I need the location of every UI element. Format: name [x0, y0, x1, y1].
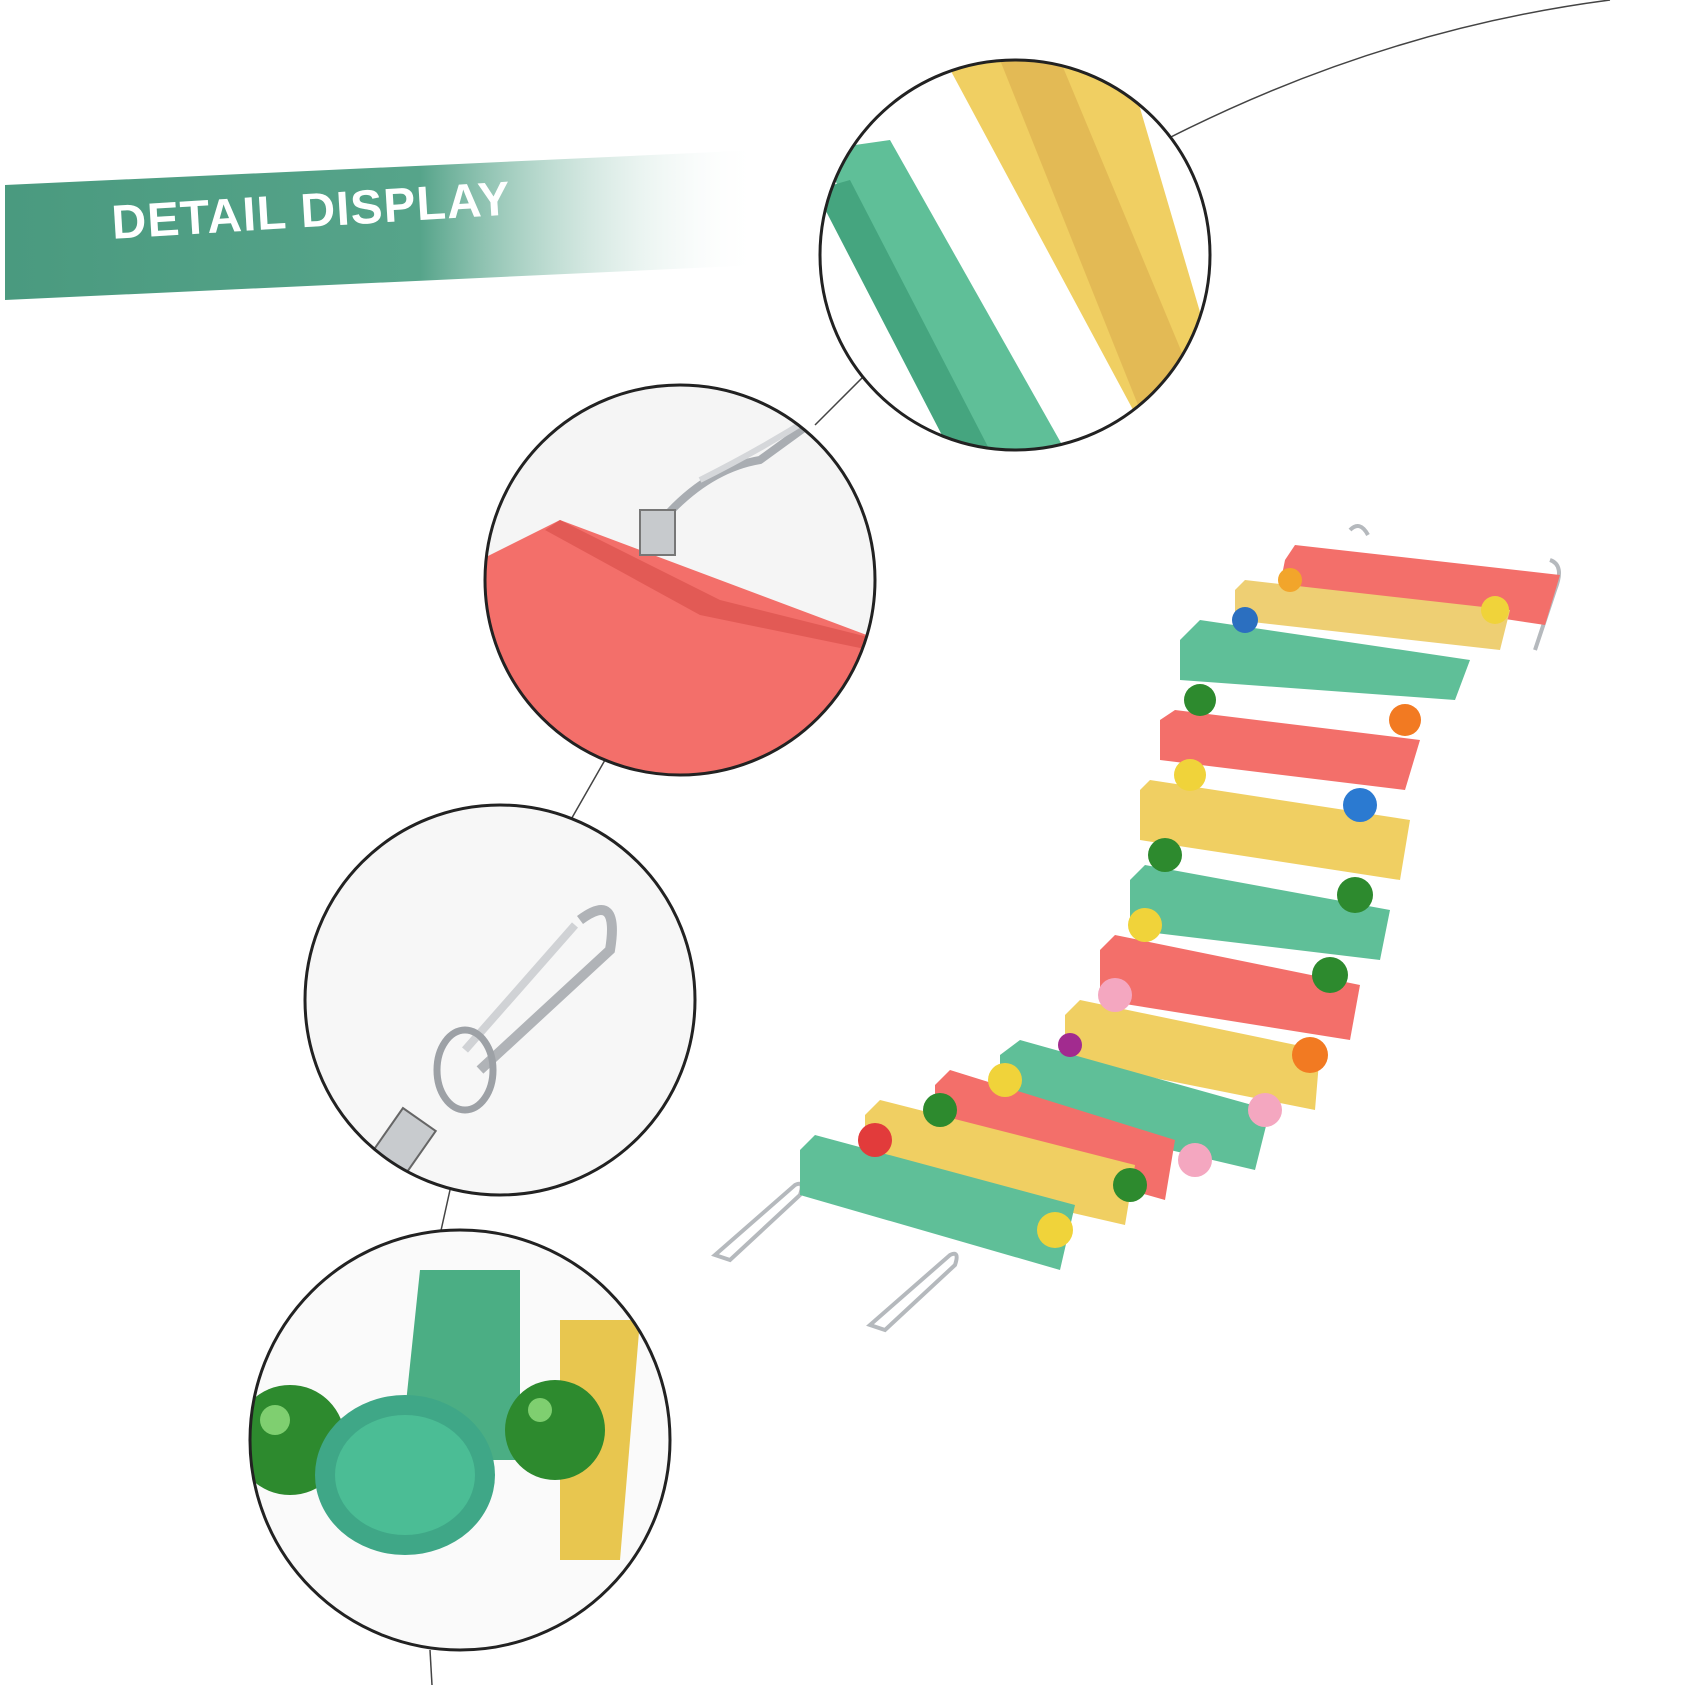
rainbow-ladder-bridge — [711, 524, 1561, 1333]
hook-icon — [866, 1251, 959, 1333]
banner — [5, 150, 760, 300]
detail-circle-rungs — [818, 58, 1212, 452]
connector-lines — [429, 0, 1611, 1685]
detail-circle-rung-end — [248, 1228, 672, 1652]
ladder-beads — [858, 568, 1509, 1248]
hook-icon — [711, 1181, 804, 1263]
detail-circle-clasp-on-rung — [483, 383, 877, 777]
hook-icon — [1348, 524, 1370, 537]
ladder-rungs — [800, 545, 1560, 1270]
detail-circle-clasp — [303, 803, 697, 1197]
